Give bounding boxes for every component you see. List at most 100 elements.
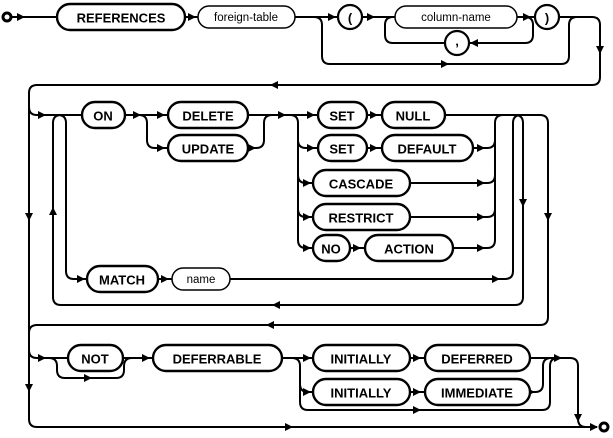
arrowhead-icon [544,213,552,221]
open-paren-circle [336,3,364,31]
foreign-table-label: foreign-table [214,12,278,24]
node-delete: DELETE [166,100,250,130]
set-1-box [316,100,369,130]
arrowhead-icon [84,374,92,382]
arrowhead-icon [142,354,150,362]
references-box [55,2,187,32]
arrowhead-icon [441,60,449,68]
node-set-2: SET [316,133,369,163]
arrowhead-icon [303,179,311,187]
arrowhead-icon [270,81,278,89]
restrict-box [311,202,412,232]
immediate-label: IMMEDIATE [441,386,513,401]
arrowhead-icon [161,275,169,283]
action-box [363,233,455,263]
node-no: NO [311,233,352,263]
column-name-box [394,5,518,29]
loopback-line [52,114,524,306]
immediate-box [423,377,532,407]
arrowhead-icon [523,13,531,21]
arrowhead-icon [307,111,315,119]
action-branch-vertical [289,114,318,249]
name-label: name [187,274,216,286]
foreign-table-box [197,5,296,29]
end-terminal-icon [598,421,610,433]
arrowhead-icon [370,111,378,119]
arrowhead-icon [266,321,274,329]
arrowhead-icon [303,213,311,221]
arrowhead-icon [285,423,293,431]
initially-2-box [311,377,412,407]
update-branch-line [138,114,168,149]
cascade-box [311,168,412,198]
arrowhead-icon [303,354,311,362]
deferred-box [423,343,532,373]
arrowhead-icon [590,423,598,431]
no-box [311,233,352,263]
arrowhead-icon [157,111,165,119]
node-name: name [171,267,231,291]
deferred-label: DEFERRED [441,352,513,367]
arrowhead-icon [477,179,485,187]
arrowhead-icon [38,354,46,362]
arrowhead-icon [25,213,33,221]
arrowhead-icon [133,111,141,119]
deferred-out-final-line [530,357,587,428]
delete-box [166,100,250,130]
arrowhead-icon [413,388,421,396]
initially-1-box [311,343,412,373]
node-null: NULL [380,100,447,130]
cascade-label: CASCADE [329,177,394,192]
arrowhead-icon [477,213,485,221]
on-box [80,100,127,130]
arrowhead-icon [17,13,25,21]
comma-loop-line [384,16,534,44]
set-1-label: SET [329,109,354,124]
node-deferrable: DEFERRABLE [151,343,284,373]
default-label: DEFAULT [398,142,457,157]
arrowhead-icon [470,39,478,47]
match-branch-line [57,114,87,280]
references-label: REFERENCES [77,11,166,26]
node-initially-1: INITIALLY [311,343,412,373]
null-box [380,100,447,130]
arrowhead-icon [303,388,311,396]
immediate-merge-line [530,357,552,393]
set-2-label: SET [329,142,354,157]
set-2-box [316,133,369,163]
node-immediate: IMMEDIATE [423,377,532,407]
flow-arrows [17,13,604,431]
arrowhead-icon [328,13,336,21]
arrowhead-icon [367,13,375,21]
row2-entry-line [28,106,82,116]
row3-entry-line [28,349,68,359]
restrict-label: RESTRICT [329,211,394,226]
node-default: DEFAULT [380,133,475,163]
arrowhead-icon [477,144,485,152]
comma-circle [443,29,471,57]
start-terminal-icon [1,11,13,23]
match-box [85,264,160,294]
update-merge-line [248,114,273,149]
node-on: ON [80,100,127,130]
initially-2-label: INITIALLY [331,386,392,401]
close-paren-label: ) [545,11,549,26]
arrowhead-icon [596,46,604,54]
arrowhead-icon [303,244,311,252]
node-deferred: DEFERRED [423,343,532,373]
node-set-1: SET [316,100,369,130]
arrowhead-icon [554,354,562,362]
node-references: REFERENCES [55,2,187,32]
null-label: NULL [396,109,431,124]
not-box [66,343,125,373]
action-merge-lines [410,114,504,249]
arrowhead-icon [77,275,85,283]
node-match: MATCH [85,264,160,294]
node-column-name: column-name [394,5,518,29]
name-box [171,267,231,291]
on-label: ON [93,109,113,124]
node-open-paren: ( [336,3,364,31]
arrowhead-icon [413,406,421,414]
arrowhead-icon [574,414,582,422]
